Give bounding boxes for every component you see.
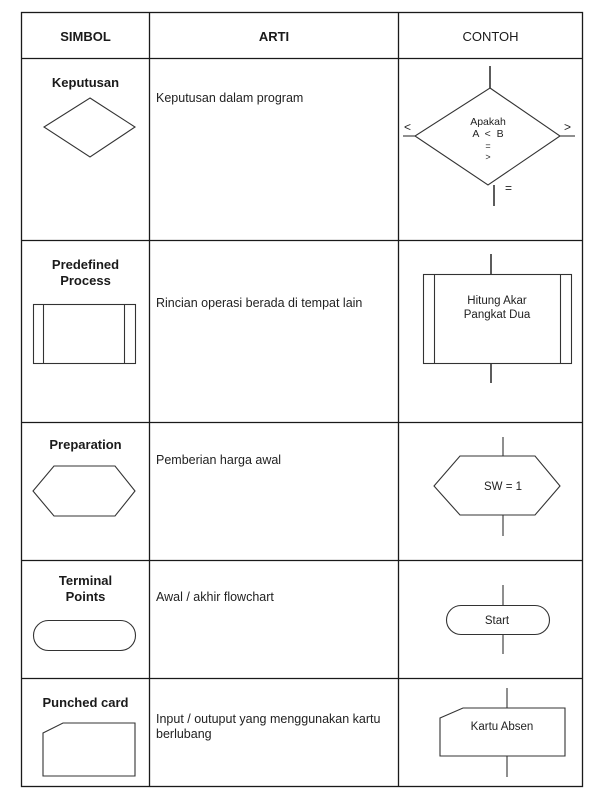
terminal-icon xyxy=(32,619,137,652)
meaning-predefined-process: Rincian operasi berada di tempat lain xyxy=(156,296,363,310)
decision-question-line: > xyxy=(485,152,490,162)
branch-label-greater: > xyxy=(564,120,571,134)
punched-card-icon xyxy=(42,722,136,777)
terminal-example-text: Start xyxy=(485,615,510,627)
terminal-example xyxy=(445,585,551,654)
preparation-hexagon-icon xyxy=(32,465,136,517)
meaning-punched-card: Input / outuput yang menggunakan kartu b… xyxy=(156,712,381,741)
preparation-example-text: SW = 1 xyxy=(484,481,522,493)
symbol-name-line: Points xyxy=(65,589,106,604)
symbol-name-line: Process xyxy=(60,273,111,288)
decision-diamond-icon xyxy=(42,97,137,158)
symbol-name-line: Terminal xyxy=(58,573,113,588)
symbol-name-terminal: Terminal Points xyxy=(22,573,149,605)
meaning-terminal: Awal / akhir flowchart xyxy=(156,590,274,604)
predefined-example-line: Hitung Akar xyxy=(467,295,527,307)
decision-question-line: A < B xyxy=(472,128,503,140)
branch-label-less: < xyxy=(404,120,411,134)
punched-card-example xyxy=(439,688,566,777)
predefined-process-icon xyxy=(32,303,137,365)
preparation-example xyxy=(433,437,561,536)
meaning-preparation: Pemberian harga awal xyxy=(156,453,282,467)
symbol-name-punched-card: Punched card xyxy=(42,695,129,710)
decision-question-line: = xyxy=(485,141,490,151)
symbol-name-line: Predefined xyxy=(51,257,120,272)
header-symbol: SIMBOL xyxy=(60,29,111,44)
symbol-name-predefined-process: Predefined Process xyxy=(22,257,149,289)
predefined-example-line: Pangkat Dua xyxy=(464,309,531,321)
decision-question-line: Apakah xyxy=(470,116,506,128)
branch-label-equal: = xyxy=(505,181,512,195)
symbol-name-preparation: Preparation xyxy=(49,437,122,452)
punched-card-example-text: Kartu Absen xyxy=(471,721,534,733)
meaning-decision: Keputusan dalam program xyxy=(156,91,304,105)
header-example: CONTOH xyxy=(462,29,519,44)
symbol-name-decision: Keputusan xyxy=(51,75,120,90)
predefined-process-example xyxy=(422,254,573,383)
header-meaning: ARTI xyxy=(258,29,290,44)
decision-example xyxy=(403,66,575,206)
